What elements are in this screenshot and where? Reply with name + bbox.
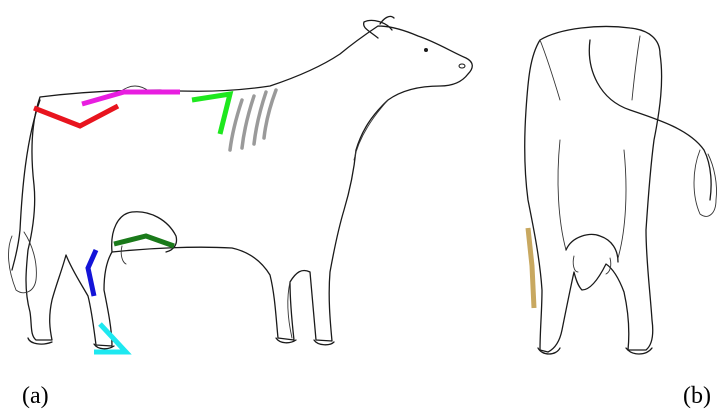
- cow-side-neck-line: [354, 100, 388, 160]
- rear-leg-marker-tan: [528, 228, 534, 308]
- cow-rear-thigh-left: [558, 140, 566, 250]
- hip-marker-green: [192, 94, 230, 134]
- panel-label-a: (a): [22, 384, 49, 408]
- cow-side-eye: [424, 48, 428, 52]
- belly-marker-darkgreen: [114, 236, 174, 246]
- cow-rear-hip-line-right: [632, 36, 640, 100]
- cow-side-tail: [12, 100, 40, 270]
- loin-marker-red: [34, 106, 118, 126]
- rib-markers: [230, 90, 276, 150]
- cow-rear-thigh-right: [618, 150, 626, 258]
- cow-rear-tail-switch: [694, 150, 717, 216]
- hock-marker-blue: [88, 250, 96, 296]
- cow-side-ear: [364, 20, 392, 38]
- cow-side-hoof-rear-left: [28, 338, 52, 344]
- cow-side-body-outline: [26, 26, 472, 346]
- panel-label-b: (b): [683, 384, 711, 408]
- rib-marker-2: [242, 96, 254, 148]
- cow-rear-view: [525, 27, 717, 355]
- spine-marker-magenta: [82, 92, 180, 104]
- cow-side-view: [9, 16, 473, 352]
- cow-side-tail-switch: [9, 232, 37, 293]
- cow-side-nostril: [459, 64, 465, 68]
- rib-marker-1: [230, 100, 242, 150]
- cow-rear-hoof-right: [626, 348, 652, 354]
- cow-rear-hip-line-left: [540, 40, 560, 100]
- cow-side-teat: [121, 246, 126, 264]
- cow-rear-body-outline: [525, 27, 662, 353]
- cow-rear-teat-left: [573, 256, 578, 272]
